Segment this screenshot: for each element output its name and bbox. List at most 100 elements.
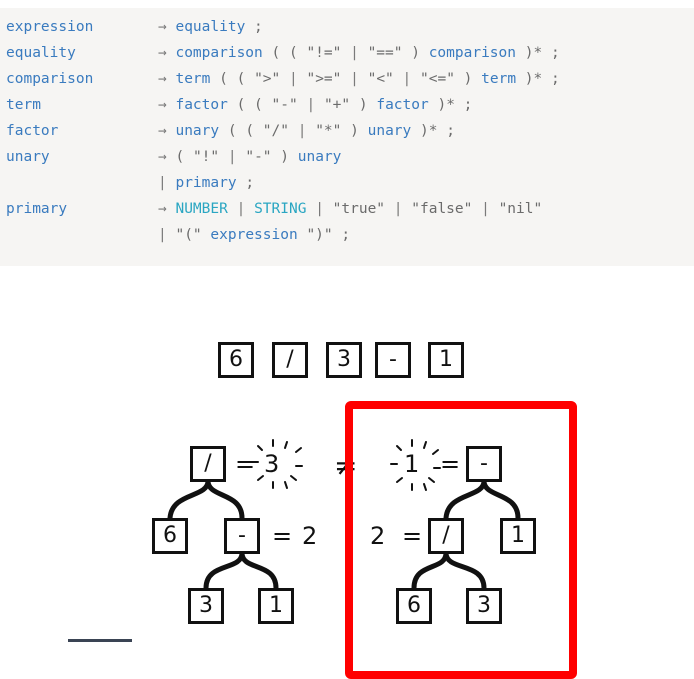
left-tree-result: 3 [264, 450, 280, 478]
grammar-token: | [315, 201, 324, 217]
grammar-token: comparison [428, 45, 517, 61]
grammar-token: "true" [332, 201, 386, 217]
grammar-token: "*" [315, 123, 342, 139]
grammar-token: → [158, 71, 167, 87]
rule-name: comparison [6, 71, 94, 87]
rule-name: equality [6, 45, 76, 61]
highlight-box [345, 401, 577, 679]
rule-name: factor [6, 123, 59, 139]
grammar-code-block: expression → equality ; equality → comparis… [0, 8, 694, 266]
grammar-token: unary [175, 123, 220, 139]
sparkle-right [390, 439, 441, 491]
edge-left-root-left [167, 478, 211, 521]
grammar-token: | [306, 97, 316, 113]
rule-body: → comparison ( ( "!=" | "==" ) compariso… [158, 40, 560, 66]
grammar-token: unary [367, 123, 412, 139]
grammar-token: STRING [254, 201, 307, 217]
token-box: - [375, 342, 411, 378]
equals-sign: = [235, 450, 256, 478]
grammar-token: → [158, 149, 167, 165]
grammar-token: comparison [175, 45, 263, 61]
right-tree-right-leaf: 1 [500, 518, 536, 554]
grammar-token: | [393, 201, 403, 217]
grammar-token: ) [358, 97, 368, 113]
grammar-token: "nil" [498, 201, 543, 217]
grammar-token: | [350, 71, 359, 87]
equals-sign: = [272, 522, 293, 550]
right-tree-root-node: - [466, 446, 502, 482]
grammar-token: "!=" [306, 45, 342, 61]
grammar-token: | [236, 201, 246, 217]
grammar-token: → [158, 201, 167, 217]
grammar-token: ")" [306, 227, 333, 243]
grammar-token: ">" [254, 71, 281, 87]
grammar-token: "<" [367, 71, 394, 87]
grammar-token: → [158, 97, 167, 113]
edge-right-div-right [443, 550, 487, 591]
rule-body: → NUMBER | STRING | "true" | "false" | "… [158, 196, 542, 222]
grammar-token: | [227, 149, 237, 165]
grammar-token: | [289, 71, 298, 87]
grammar-token: ; [245, 175, 255, 191]
equals-sign: = [402, 522, 423, 550]
grammar-token: | [158, 175, 167, 191]
equals-sign: = [440, 450, 461, 478]
grammar-token: | [297, 123, 307, 139]
grammar-token: expression [210, 227, 298, 243]
edge-right-root-right [481, 478, 521, 521]
rule-body: → equality ; [158, 14, 263, 40]
grammar-token: ( ( [271, 45, 298, 61]
grammar-token: | [350, 45, 359, 61]
right-tree-leaf: 6 [396, 588, 432, 624]
grammar-token: "-" [245, 149, 272, 165]
grammar-token: "+" [323, 97, 351, 113]
edge-left-minus-right [239, 550, 279, 591]
rule-body: | primary ; [158, 170, 254, 196]
grammar-token: | [402, 71, 412, 87]
grammar-token: NUMBER [175, 201, 228, 217]
right-tree-div-node: / [428, 518, 464, 554]
left-tree-minus-node: - [224, 518, 260, 554]
grammar-token: factor [175, 97, 228, 113]
grammar-token: "false" [411, 201, 473, 217]
rule-name: expression [6, 19, 94, 35]
rule-body: | "(" expression ")" ; [158, 222, 350, 248]
grammar-token: ( ( [227, 123, 255, 139]
rule-body: → term ( ( ">" | ">=" | "<" | "<=" ) ter… [158, 66, 560, 92]
grammar-token: ( ( [236, 97, 263, 113]
grammar-token: ) [463, 71, 473, 87]
grammar-token: | [158, 227, 167, 243]
edge-left-root-right [205, 478, 245, 521]
grammar-token: → [158, 45, 167, 61]
grammar-token: term [175, 71, 211, 87]
grammar-token: → [158, 19, 167, 35]
grammar-token: | [481, 201, 490, 217]
grammar-token: ) [280, 149, 290, 165]
token-box: 6 [218, 342, 254, 378]
rule-name: unary [6, 149, 50, 165]
grammar-token: unary [297, 149, 342, 165]
left-tree-left-leaf: 6 [152, 518, 188, 554]
divider-line [68, 639, 132, 642]
rule-name: term [6, 97, 41, 113]
right-tree-result: 1 [404, 450, 420, 478]
grammar-token: "<=" [420, 71, 455, 87]
grammar-token: factor [376, 97, 429, 113]
grammar-token: "-" [271, 97, 298, 113]
grammar-token: primary [175, 175, 237, 191]
sparkle-left [251, 439, 303, 489]
grammar-token: ; [254, 19, 263, 35]
token-box: 3 [326, 342, 362, 378]
token-box: / [272, 342, 308, 378]
grammar-token: → [158, 123, 167, 139]
grammar-token: "==" [367, 45, 403, 61]
grammar-token: )* ; [437, 97, 473, 113]
right-tree-leaf: 3 [466, 588, 502, 624]
grammar-token: )* ; [420, 123, 455, 139]
grammar-token: ( ( [219, 71, 246, 87]
grammar-token: "(" [175, 227, 202, 243]
precedence-diagram: 6 / 3 - 1 / = 3 6 - = 2 3 1 ≠ 1 = - 2 = … [0, 266, 694, 679]
grammar-token: ) [411, 45, 420, 61]
right-tree-subresult: 2 [370, 522, 386, 550]
grammar-token: ">=" [306, 71, 342, 87]
